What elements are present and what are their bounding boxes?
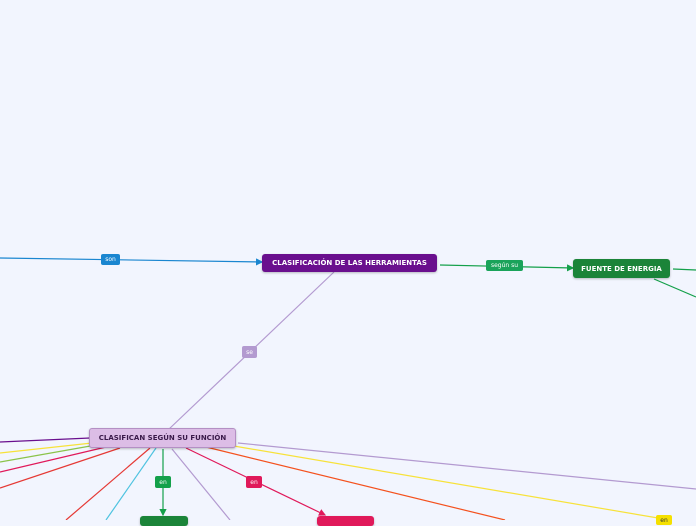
label-en-pink[interactable]: en — [246, 476, 262, 488]
label-partial-yellow[interactable]: en — [656, 515, 672, 525]
energy-outgoing-line-1 — [672, 268, 696, 271]
node-fuente-energia[interactable]: FUENTE DE ENERGIA — [573, 259, 670, 278]
fan-line-lavender-down — [171, 448, 231, 520]
son-connector — [0, 257, 264, 266]
fan-line-crimson-left — [0, 446, 107, 473]
fan-line-purple — [0, 437, 91, 443]
label-en-green[interactable]: en — [155, 476, 171, 488]
node-partial-pink[interactable] — [317, 516, 374, 526]
fan-line-yellow-left — [0, 442, 93, 454]
fan-line-red-left — [0, 447, 121, 489]
fan-line-cyan — [105, 447, 157, 520]
fan-line-orange — [205, 446, 506, 520]
label-se[interactable]: se — [242, 346, 257, 358]
node-clasifican-funcion[interactable]: CLASIFICAN SEGÚN SU FUNCIÓN — [89, 428, 236, 448]
node-clasificacion-herramientas[interactable]: CLASIFICACIÓN DE LAS HERRAMIENTAS — [262, 254, 437, 272]
label-son[interactable]: son — [101, 254, 120, 265]
fan-line-lime — [0, 444, 97, 463]
node-partial-green[interactable] — [140, 516, 188, 526]
fan-line-lavender-right — [237, 442, 696, 490]
fan-line-yellow-right — [227, 444, 659, 519]
fan-line-red-down — [65, 447, 151, 520]
label-segun-su[interactable]: según su — [486, 260, 523, 271]
energy-outgoing-line-2 — [653, 278, 696, 298]
